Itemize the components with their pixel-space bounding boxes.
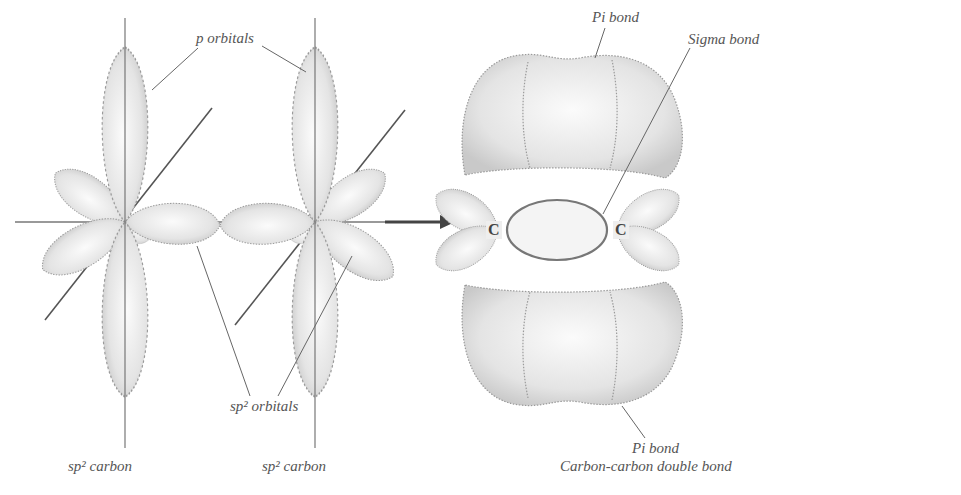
- bond-label: Pi bond: [632, 440, 679, 457]
- orbital-label: p orbitals: [196, 30, 254, 47]
- atom-caption: sp² carbon: [262, 458, 326, 475]
- bond-label: Sigma bond: [688, 31, 759, 48]
- atom-symbol: C: [613, 221, 629, 239]
- orbital-label: sp² orbitals: [230, 398, 298, 415]
- double-bond: [427, 54, 687, 405]
- atom-caption: sp² carbon: [68, 458, 132, 475]
- left-sp2-carbon: [15, 18, 240, 448]
- atom-symbol: C: [486, 221, 502, 239]
- right-sp2-carbon: [219, 18, 440, 448]
- leader-lines: [152, 28, 690, 438]
- bond-label: Pi bond: [592, 9, 639, 26]
- figure-caption: Carbon-carbon double bond: [560, 458, 732, 475]
